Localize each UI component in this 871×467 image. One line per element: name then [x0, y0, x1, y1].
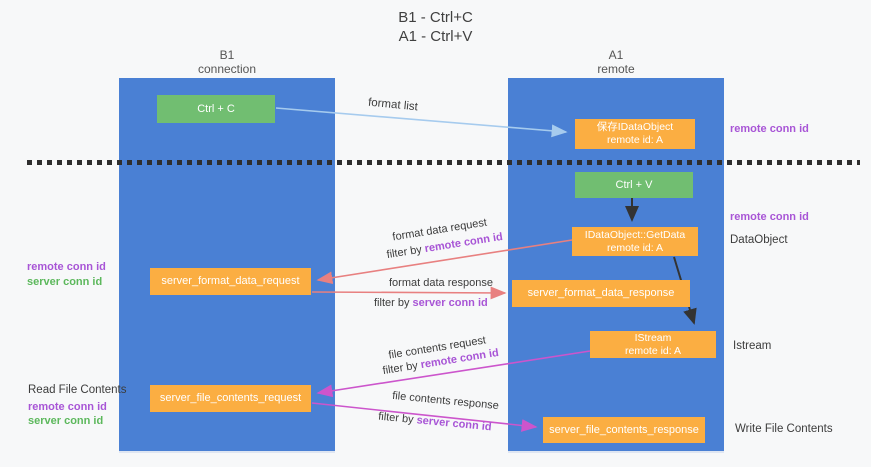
lane-header-b1: B1 connection — [119, 48, 335, 76]
box-server-format-data-response-label: server_format_data_response — [527, 287, 675, 299]
box-save-idataobject: 保存IDataObject remote id: A — [575, 119, 695, 149]
annotation-istream: Istream — [733, 340, 772, 352]
arrow-file-contents-response — [311, 402, 538, 432]
filter-by-text: filter by — [374, 297, 410, 309]
box-istream-line1: IStream — [634, 331, 672, 344]
arrow-format-data-request — [316, 239, 573, 285]
annotation-remote-conn-id-mid: remote conn id — [730, 211, 809, 223]
annotation-server-conn-id-left1: server conn id — [27, 276, 103, 288]
box-save-idataobject-line2: remote id: A — [606, 134, 664, 146]
lane-b1-subtitle: connection — [197, 62, 257, 76]
annotation-write-file-contents: Write File Contents — [735, 423, 833, 435]
box-istream-line2: remote id: A — [624, 344, 682, 357]
lane-a1-title: A1 — [608, 48, 624, 62]
annotation-read-file-contents: Read File Contents — [28, 384, 127, 396]
annotation-dataobject: DataObject — [730, 234, 788, 246]
box-idataobject-getdata: IDataObject::GetData remote id: A — [572, 227, 698, 256]
lane-a1-subtitle: remote — [597, 62, 635, 76]
title-line-2: A1 - Ctrl+V — [398, 28, 473, 45]
box-ctrl-c: Ctrl + C — [157, 95, 275, 123]
diagram-title: B1 - Ctrl+C A1 - Ctrl+V — [0, 8, 871, 46]
box-server-format-data-request: server_format_data_request — [150, 268, 311, 295]
box-server-file-contents-request: server_file_contents_request — [150, 385, 311, 412]
box-idataobject-getdata-line2: remote id: A — [606, 241, 664, 254]
box-idataobject-getdata-line1: IDataObject::GetData — [584, 228, 686, 241]
box-ctrl-c-label: Ctrl + C — [197, 102, 235, 115]
box-server-format-data-request-label: server_format_data_request — [161, 275, 300, 287]
arrow-file-contents-request — [316, 350, 591, 398]
arrow-format-list — [275, 107, 568, 138]
box-save-idataobject-line1: 保存IDataObject — [596, 121, 674, 133]
box-server-file-contents-request-label: server_file_contents_request — [159, 392, 302, 404]
annotation-remote-conn-id-top: remote conn id — [730, 123, 809, 135]
lane-b1-title: B1 — [219, 48, 235, 62]
annotation-remote-conn-id-left1: remote conn id — [27, 261, 106, 273]
box-istream: IStream remote id: A — [590, 331, 716, 358]
annotation-server-conn-id-left2: server conn id — [28, 415, 104, 427]
arrow-format-data-response — [311, 286, 507, 300]
box-server-file-contents-response-label: server_file_contents_response — [549, 423, 699, 436]
box-ctrl-v: Ctrl + V — [575, 172, 693, 198]
title-line-1: B1 - Ctrl+C — [398, 9, 473, 26]
server-conn-id-text: server conn id — [412, 297, 488, 309]
label-format-data-response: format data response — [389, 277, 493, 289]
label-filter-server-1: filter by server conn id — [374, 297, 488, 309]
box-server-file-contents-response: server_file_contents_response — [543, 417, 705, 443]
dashed-divider — [27, 160, 860, 165]
lane-header-a1: A1 remote — [508, 48, 724, 76]
box-ctrl-v-label: Ctrl + V — [615, 178, 653, 191]
box-server-format-data-response: server_format_data_response — [512, 280, 690, 307]
annotation-remote-conn-id-left2: remote conn id — [28, 401, 107, 413]
